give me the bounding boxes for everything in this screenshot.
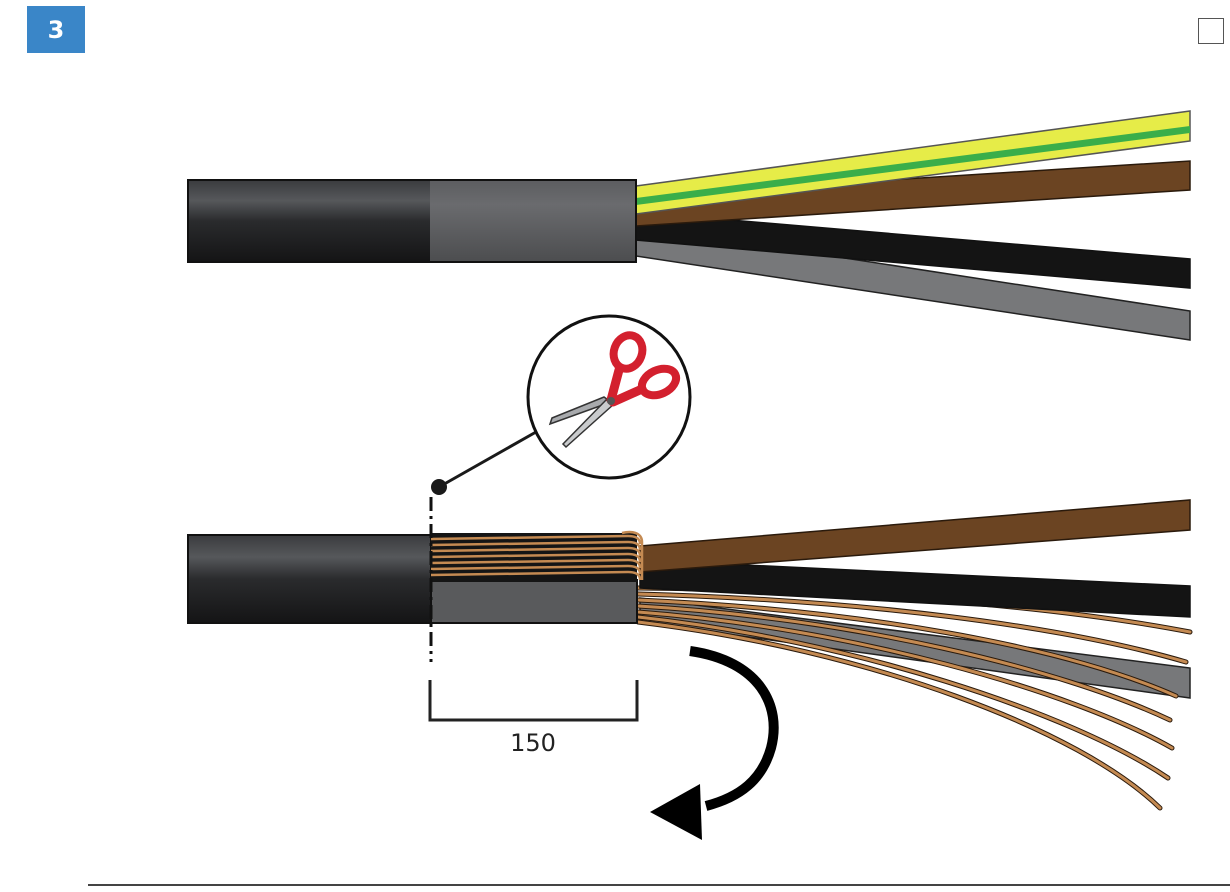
copper-screen-folded xyxy=(430,530,644,582)
wire-green-stripe-top xyxy=(636,126,1190,205)
step-complete-checkbox[interactable] xyxy=(1198,18,1224,44)
dimension-bracket xyxy=(428,680,639,722)
cut-line xyxy=(429,430,537,662)
step-number-badge: 3 xyxy=(27,6,85,53)
inner-sheath-bottom xyxy=(430,579,638,624)
curved-arrow-icon xyxy=(650,646,779,840)
scissors-icon xyxy=(526,314,692,480)
dimension-label: 150 xyxy=(510,729,556,757)
inner-sheath-top xyxy=(430,180,636,262)
top-cable xyxy=(187,110,1191,341)
wire-brown-bottom xyxy=(639,499,1191,573)
bottom-divider xyxy=(88,884,1230,886)
outer-sheath-top xyxy=(188,180,430,262)
copper-screen-strands xyxy=(635,585,1193,811)
bottom-cable xyxy=(187,499,1193,811)
outer-sheath-bottom xyxy=(187,534,432,624)
